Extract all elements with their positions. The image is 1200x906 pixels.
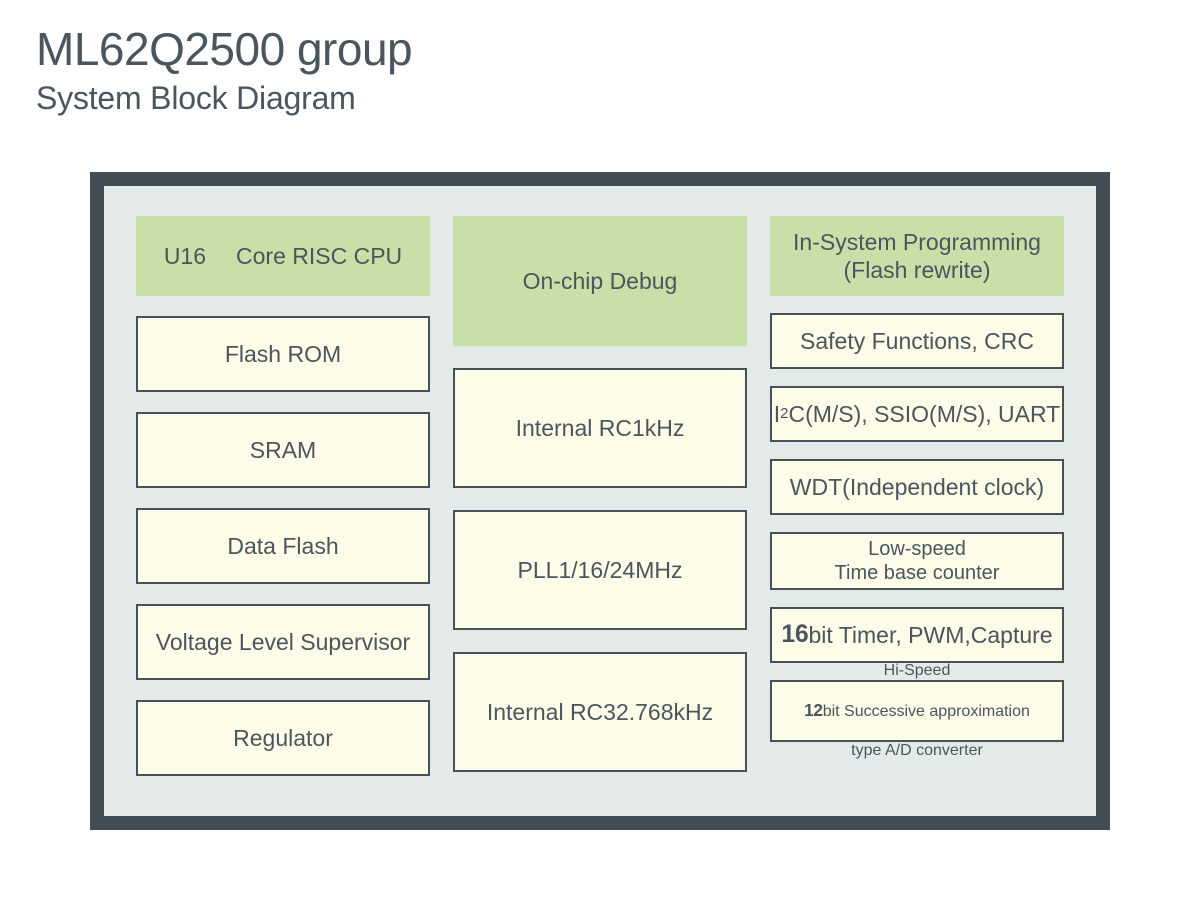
ad-converter-line3: type A/D converter [851, 742, 983, 760]
left-column: U16 Core RISC CPU Flash ROM SRAM Data Fl… [136, 216, 430, 790]
page-subtitle: System Block Diagram [36, 80, 356, 117]
page-title: ML62Q2500 group [36, 23, 413, 75]
serial-label-prefix: I [773, 400, 781, 427]
timer-label-rest: bit Timer, PWM,Capture [808, 621, 1053, 648]
block-safety-functions-crc[interactable]: Safety Functions, CRC [770, 313, 1064, 369]
block-core-risc-cpu[interactable]: U16 Core RISC CPU [136, 216, 430, 296]
block-label-u16: U16 [163, 242, 207, 269]
chip-inner-area: U16 Core RISC CPU Flash ROM SRAM Data Fl… [104, 186, 1096, 816]
timer-bit-count: 16 [781, 620, 809, 648]
ad-converter-text: Hi-Speed 12bit Successive approximation … [804, 642, 1030, 781]
block-sram[interactable]: SRAM [136, 412, 430, 488]
ad-converter-line2: 12bit Successive approximation [804, 700, 1030, 722]
block-flash-rom[interactable]: Flash ROM [136, 316, 430, 392]
ad-converter-line2-rest: bit Successive approximation [822, 703, 1030, 721]
block-internal-rc-32768khz[interactable]: Internal RC32.768kHz [453, 652, 747, 772]
block-in-system-programming[interactable]: In-System Programming (Flash rewrite) [770, 216, 1064, 296]
block-ad-converter[interactable]: Hi-Speed 12bit Successive approximation … [770, 662, 1064, 759]
page-header: ML62Q2500 group System Block Diagram [36, 22, 736, 118]
chip-outer-frame: U16 Core RISC CPU Flash ROM SRAM Data Fl… [90, 172, 1110, 830]
serial-label-suffix: C(M/S), SSIO(M/S), UART [788, 400, 1061, 427]
block-wdt[interactable]: WDT(Independent clock) [770, 459, 1064, 515]
block-on-chip-debug[interactable]: On-chip Debug [453, 216, 747, 346]
middle-column: On-chip Debug Internal RC1kHz PLL1/16/24… [453, 216, 747, 790]
block-data-flash[interactable]: Data Flash [136, 508, 430, 584]
block-internal-rc-1khz[interactable]: Internal RC1kHz [453, 368, 747, 488]
right-column: In-System Programming (Flash rewrite) Sa… [770, 216, 1064, 790]
block-pll[interactable]: PLL1/16/24MHz [453, 510, 747, 630]
ad-converter-bit-count: 12 [804, 700, 823, 721]
ad-converter-line1: Hi-Speed [883, 662, 951, 680]
block-label-core-risc-cpu: Core RISC CPU [236, 242, 403, 269]
block-low-speed-time-base-counter[interactable]: Low-speed Time base counter [770, 532, 1064, 590]
block-voltage-level-supervisor[interactable]: Voltage Level Supervisor [136, 604, 430, 680]
block-regulator[interactable]: Regulator [136, 700, 430, 776]
